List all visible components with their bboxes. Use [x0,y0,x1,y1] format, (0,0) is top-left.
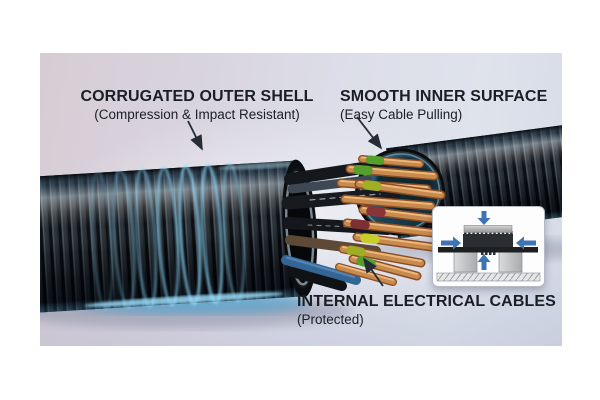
outer-shell-arrow-icon [187,120,203,151]
ground-hatch [436,272,541,282]
support-block-left [453,251,478,273]
compression-arrow-right-icon [516,236,536,250]
label-internal-cables: INTERNAL ELECTRICAL CABLES (Protected) [297,292,556,329]
outer-shell-subtitle: (Compression & Impact Resistant) [94,107,300,123]
compression-arrow-left-icon [441,236,461,250]
left-pipe-cut-section [40,159,318,315]
annotation-arrows [187,116,384,287]
internal-cables-subtitle: (Protected) [297,312,364,328]
base-bar [438,247,538,253]
conduit-3d-render [40,116,562,328]
load-plate [463,225,513,233]
inner-surface-title: SMOOTH INNER SURFACE [340,88,548,105]
support-block-right [498,251,523,273]
inner-surface-subtitle: (Easy Cable Pulling) [340,107,463,123]
outer-shell-title: CORRUGATED OUTER SHELL [80,88,314,105]
corrugation-glow-rings [91,162,245,311]
compression-test-inset [432,206,545,287]
compression-arrow-up-icon [477,254,491,270]
label-inner-surface: SMOOTH INNER SURFACE (Easy Cable Pulling… [340,87,547,124]
inner-surface-arrow-icon [356,116,383,150]
compression-diagram [436,211,541,282]
internal-cables-arrow-icon [362,257,384,287]
conduit-illustration-canvas: CORRUGATED OUTER SHELL (Compression & Im… [40,53,562,346]
internal-cables-title: INTERNAL ELECTRICAL CABLES [297,293,556,310]
label-outer-shell: CORRUGATED OUTER SHELL (Compression & Im… [76,87,318,124]
compression-arrow-down-icon [477,211,491,225]
